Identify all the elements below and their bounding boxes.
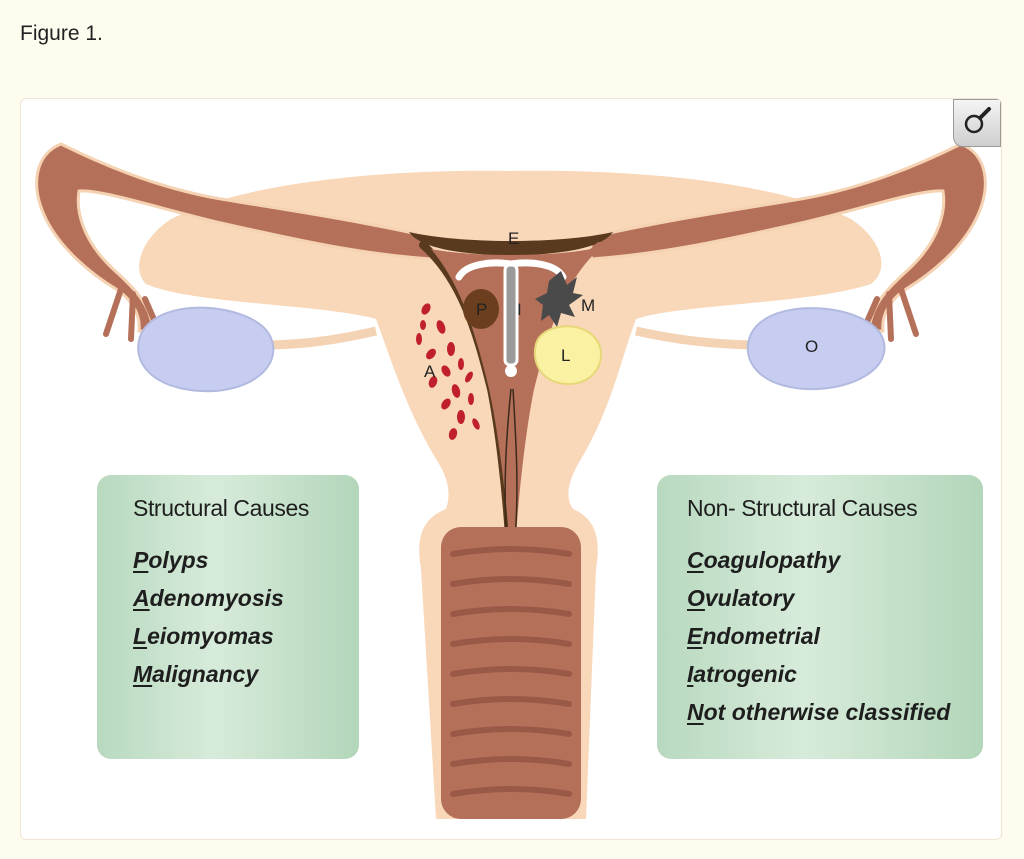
label-iud: I	[517, 300, 522, 319]
adenomyosis-foci	[416, 303, 480, 440]
nonstructural-causes-box: Non- Structural Causes Coagulopathy Ovul…	[657, 475, 983, 759]
list-item: Malignancy	[133, 661, 259, 687]
structural-causes-list: Polyps Adenomyosis Leiomyomas Malignancy	[133, 541, 284, 693]
list-item: Not otherwise classified	[687, 699, 951, 725]
vagina	[441, 527, 581, 819]
ovary-left	[137, 306, 275, 393]
structural-causes-box: Structural Causes Polyps Adenomyosis Lei…	[97, 475, 359, 759]
list-item: Endometrial	[687, 623, 820, 649]
list-item: Adenomyosis	[133, 585, 284, 611]
ovarian-ligament-right	[634, 326, 752, 350]
label-polyp: P	[476, 300, 487, 319]
list-item: Polyps	[133, 547, 209, 573]
iud-bulb	[505, 365, 517, 377]
polyp	[463, 289, 499, 329]
list-item: Coagulopathy	[687, 547, 841, 573]
nonstructural-causes-title: Non- Structural Causes	[687, 495, 918, 521]
iud-string	[504, 388, 518, 540]
ovarian-ligament-left	[270, 326, 378, 350]
label-adenomyosis: A	[424, 362, 436, 381]
list-item: Leiomyomas	[133, 623, 274, 649]
uterus-diagram: E P I M L A O	[35, 142, 987, 820]
nonstructural-causes-list: Coagulopathy Ovulatory Endometrial Iatro…	[687, 541, 950, 731]
leiomyoma	[533, 325, 602, 386]
figure-panel: E P I M L A O Structural Causes Polyps A…	[20, 98, 1002, 840]
structural-causes-title: Structural Causes	[133, 495, 309, 521]
label-ovary: O	[805, 337, 818, 356]
magnifier-icon	[964, 107, 991, 134]
vaginal-rugae	[450, 546, 572, 797]
iud-stem	[503, 263, 519, 367]
label-endometrium: E	[508, 229, 519, 248]
malignancy-mass	[535, 271, 583, 327]
zoom-button[interactable]	[953, 99, 1001, 147]
list-item: Ovulatory	[687, 585, 795, 611]
label-leiomyoma: L	[561, 346, 570, 365]
list-item: Iatrogenic	[687, 661, 797, 687]
endometrium-lining	[409, 232, 613, 256]
label-malignancy: M	[581, 296, 595, 315]
ovary-right	[746, 307, 886, 391]
figure-title: Figure 1.	[20, 22, 103, 45]
